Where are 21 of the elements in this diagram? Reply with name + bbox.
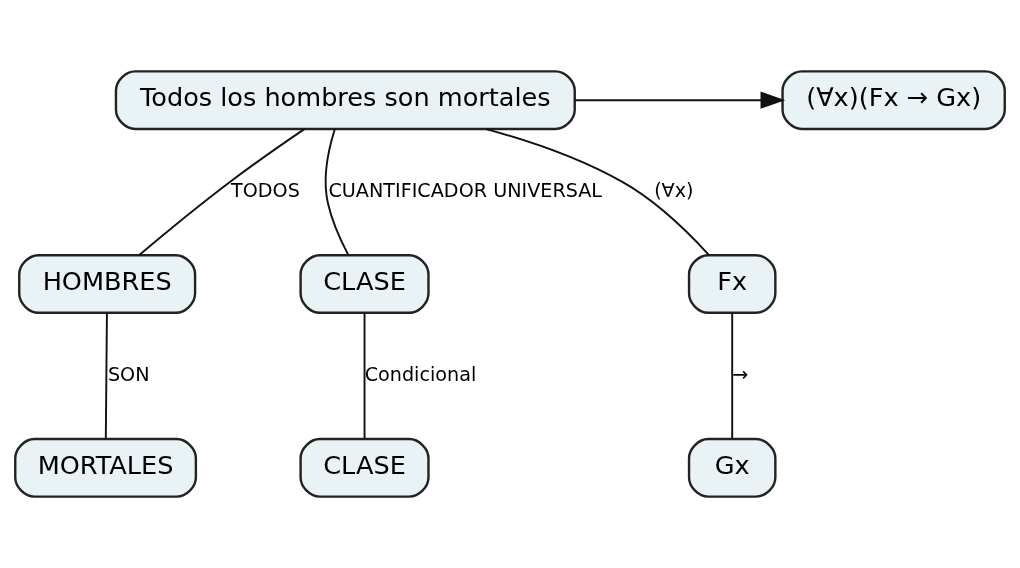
node-box: MORTALES xyxy=(14,437,198,498)
node-box: (∀x)(Fx → Gx) xyxy=(781,70,1006,131)
connector xyxy=(363,312,366,440)
node-box: Fx xyxy=(687,254,777,314)
node-box: CLASE xyxy=(299,437,430,498)
edge-label: Condicional xyxy=(364,362,477,386)
edge-label: (∀x) xyxy=(654,179,694,203)
edge-label: → xyxy=(732,362,749,386)
edge-label: SON xyxy=(107,362,150,386)
edge-label: CUANTIFICADOR UNIVERSAL xyxy=(328,179,603,203)
edge-label: TODOS xyxy=(231,179,300,203)
connector xyxy=(138,128,306,257)
connector xyxy=(104,312,108,440)
connector xyxy=(324,128,350,256)
node-box: Gx xyxy=(687,437,777,498)
connector xyxy=(731,312,734,440)
node-box: HOMBRES xyxy=(18,254,197,314)
arrow xyxy=(574,91,786,109)
node-box: CLASE xyxy=(299,254,430,314)
connector xyxy=(485,128,710,257)
node-box: Todos los hombres son mortales xyxy=(114,70,576,131)
